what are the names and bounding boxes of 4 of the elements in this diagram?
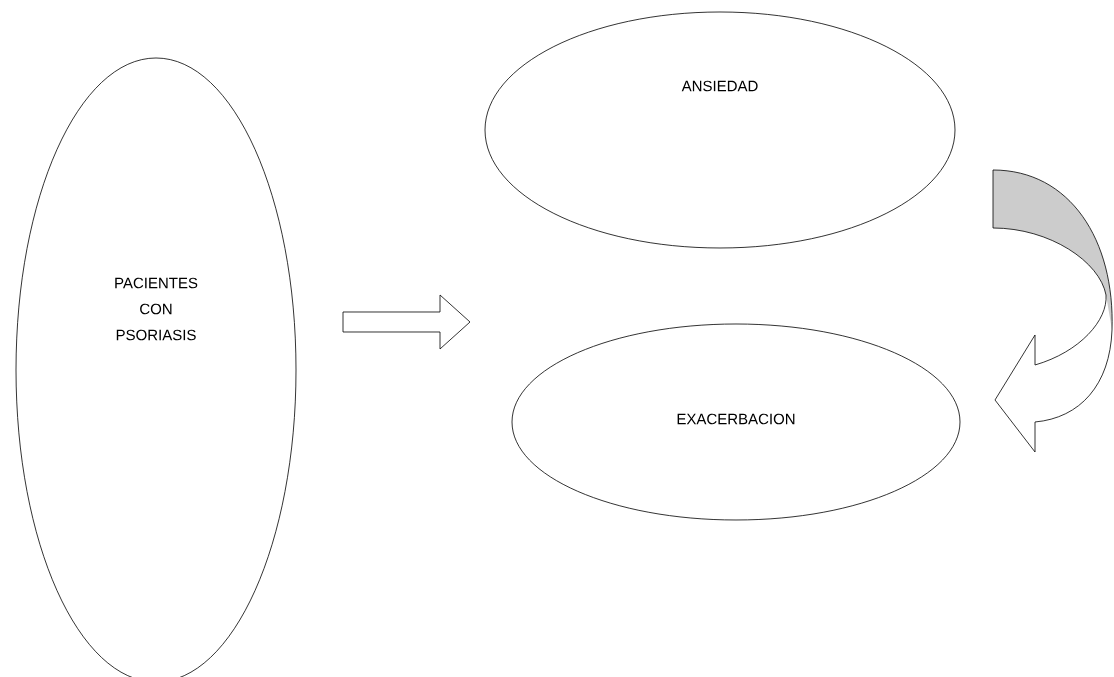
block-arrow — [992, 169, 1113, 453]
ellipse-node: EXACERBACION — [511, 323, 961, 521]
block-arrow — [342, 294, 471, 350]
ellipse-node: ANSIEDAD — [484, 11, 956, 249]
